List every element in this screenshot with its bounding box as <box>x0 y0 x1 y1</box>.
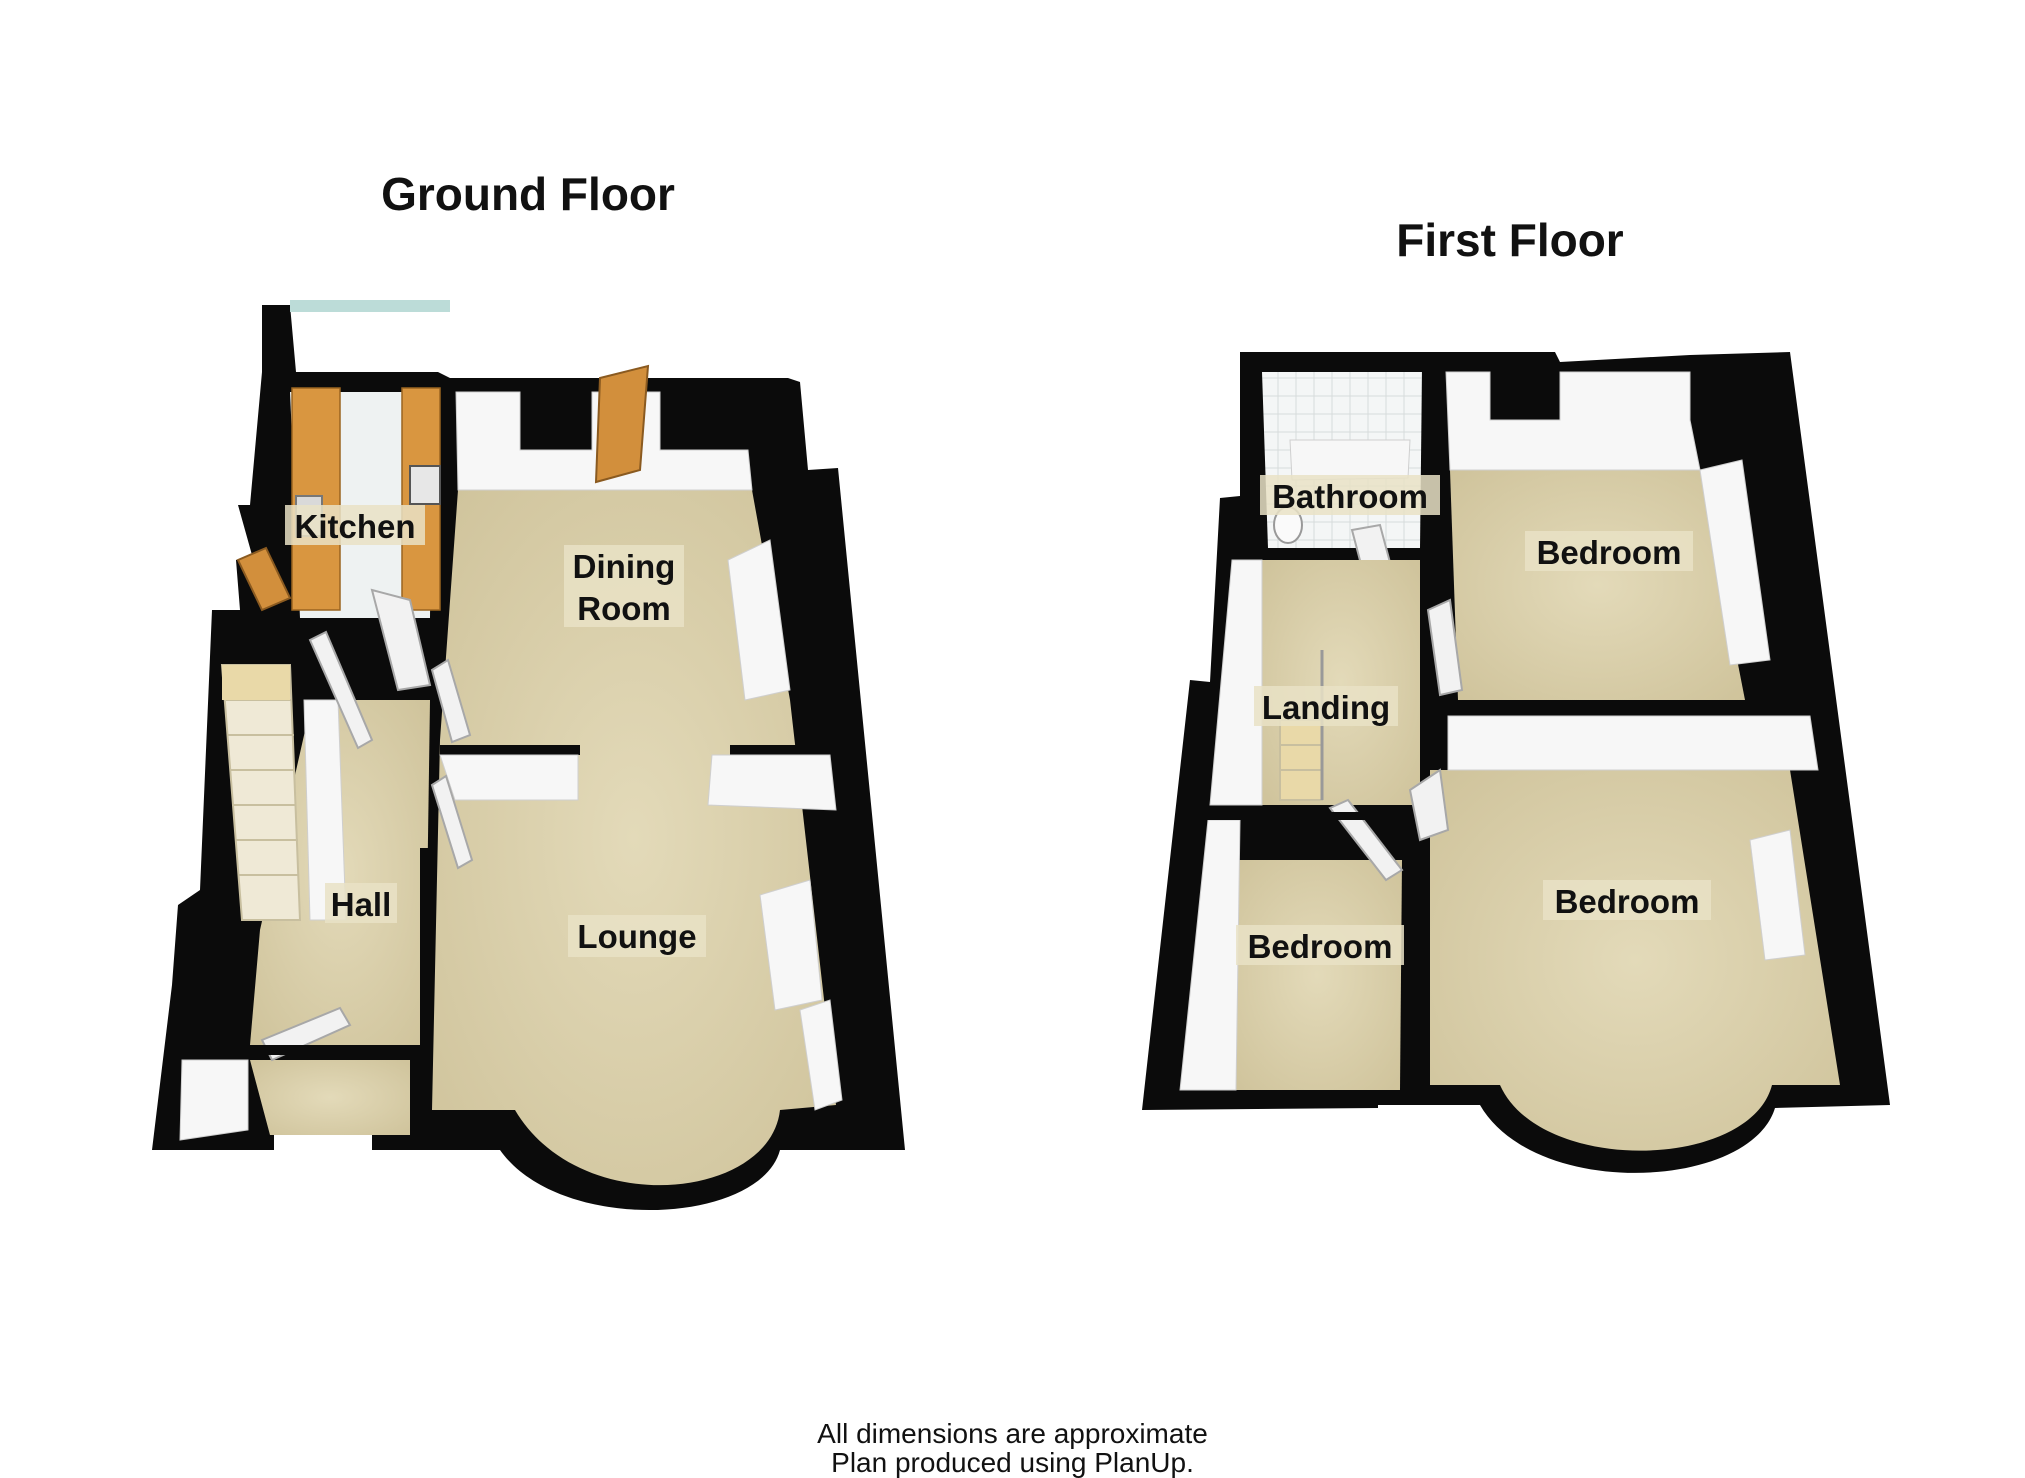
bedroom-front-label-bg <box>1543 880 1711 920</box>
room-label-bathroom: Bathroom <box>1272 478 1428 515</box>
landing-stairs <box>1279 719 1323 801</box>
room-label-kitchen: Kitchen <box>294 508 415 545</box>
hob-icon <box>409 465 441 505</box>
dining-lounge-divider-left <box>440 745 580 755</box>
bedroom-rear-label-bg <box>1525 531 1693 571</box>
hall-lounge-wall <box>420 848 430 1128</box>
bathroom-label-bg <box>1260 475 1440 515</box>
lounge-chimney-breast <box>759 879 823 1011</box>
room-label-bedroom-small: Bedroom <box>1248 928 1393 965</box>
landing-label-bg <box>1254 686 1398 726</box>
porch-wall <box>182 1045 424 1055</box>
bedroom-divider <box>1406 805 1416 1105</box>
ground-floor-plan <box>152 300 905 1211</box>
bedroom-front-rear-wall <box>1447 715 1819 771</box>
bedroom-rear-wall <box>1445 371 1701 471</box>
room-label-bedroom-rear: Bedroom <box>1537 534 1682 571</box>
kitchen-label-bg <box>285 505 425 545</box>
bath-tub <box>1289 439 1411 481</box>
hall-label-bg <box>325 883 397 923</box>
bedroom-front-door <box>1408 768 1450 842</box>
divider-face-right <box>707 754 837 811</box>
ground-floor-title: Ground Floor <box>381 168 675 220</box>
first-floor-mid-wall <box>1428 706 1810 716</box>
dining-chimney-breast <box>727 539 791 701</box>
bedroom-front-floor <box>1430 770 1840 1151</box>
bedroom-rear-floor <box>1450 470 1745 700</box>
room-label-bedroom-front: Bedroom <box>1555 883 1700 920</box>
staircase <box>220 664 302 921</box>
lounge-side-wall <box>799 999 843 1111</box>
hall-under-stairs-door <box>308 630 374 750</box>
bedroom-rear-door <box>1426 598 1464 697</box>
kitchen-window <box>290 300 450 312</box>
dining-label-bg <box>564 545 684 627</box>
room-label-hall: Hall <box>331 886 392 923</box>
footer-credit: Plan produced using PlanUp. <box>831 1447 1194 1478</box>
dining-lounge-floor <box>432 490 836 1186</box>
dining-line-2: Room <box>577 590 671 627</box>
porch-side-wall <box>179 1059 249 1141</box>
hall-kitchen-door <box>370 588 432 692</box>
hall-lounge-door <box>430 774 474 870</box>
bedroom-small-wall-top <box>1200 812 1400 820</box>
hall-dining-door <box>430 658 472 744</box>
bedroom-rear-wardrobe <box>1699 459 1771 666</box>
bedroom-front-chimney <box>1749 829 1806 961</box>
bedroom-small-label-bg <box>1236 925 1404 965</box>
divider-face-left <box>439 754 579 801</box>
landing-wall <box>1209 559 1263 806</box>
first-floor-title: First Floor <box>1396 214 1624 266</box>
footer-disclaimer: All dimensions are approximate <box>817 1418 1208 1449</box>
room-label-landing: Landing <box>1262 689 1390 726</box>
bedroom-small-floor <box>1232 860 1402 1090</box>
dining-line-1: Dining <box>573 548 676 585</box>
dining-room-door <box>594 364 650 484</box>
first-floor-plan <box>1142 352 1890 1173</box>
dining-lounge-divider-right <box>730 745 830 755</box>
porch-floor <box>250 1060 410 1135</box>
kitchen-back-door <box>236 546 292 612</box>
room-label-lounge: Lounge <box>577 918 696 955</box>
lounge-label-bg <box>568 915 706 957</box>
